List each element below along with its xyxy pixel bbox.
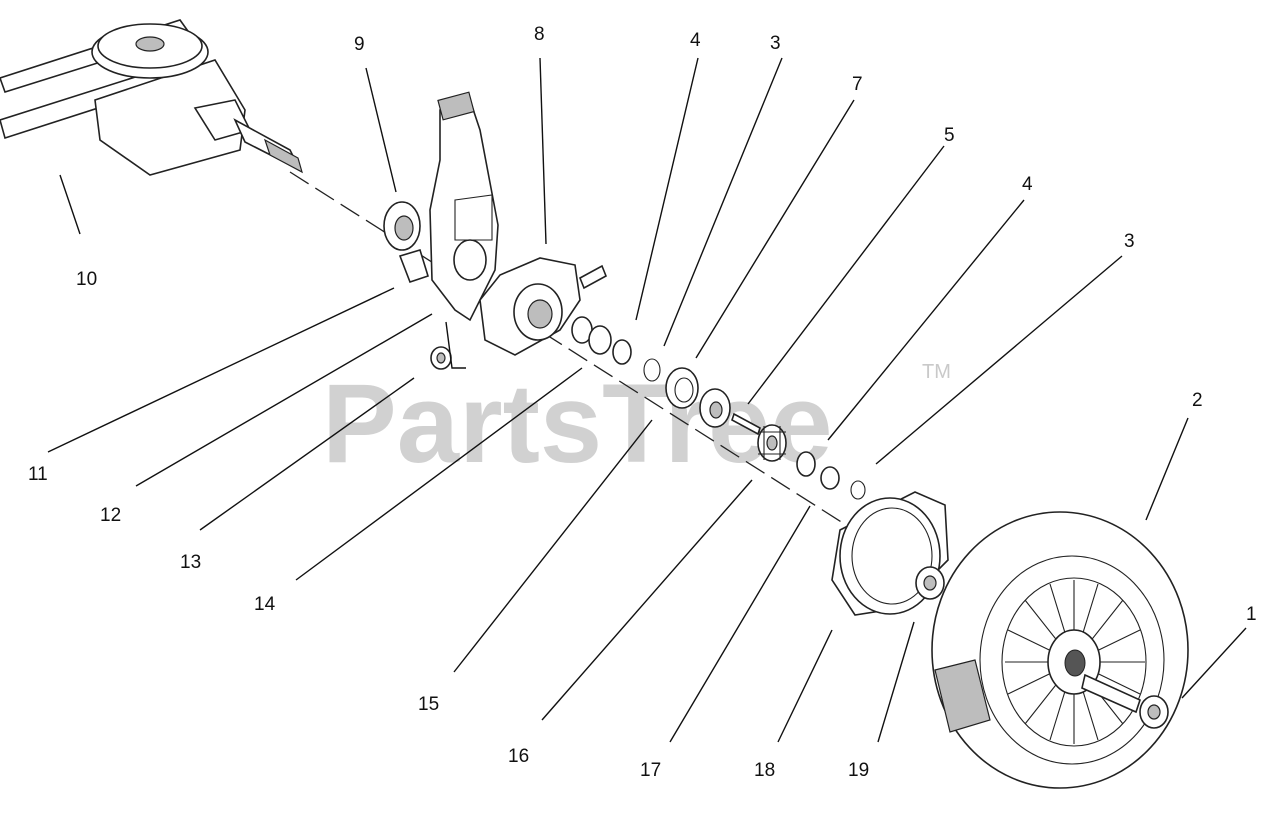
axle-bolt [1081, 673, 1169, 729]
watermark: PartsTree TM [322, 361, 951, 486]
leader-8 [539, 57, 547, 245]
leader-1 [1181, 627, 1247, 699]
callout-17: 17 [640, 760, 661, 781]
callout-18: 18 [754, 760, 775, 781]
transmission-assembly [0, 19, 303, 176]
leader-18 [777, 629, 833, 743]
callout-15: 15 [418, 694, 439, 715]
callout-16: 16 [508, 746, 529, 767]
leader-11 [47, 287, 395, 453]
spacer-2 [820, 466, 840, 490]
callout-8: 8 [534, 24, 545, 45]
nut [430, 346, 452, 370]
washer-2 [796, 451, 816, 477]
callout-3a: 3 [770, 33, 781, 54]
callout-2: 2 [1192, 390, 1203, 411]
leader-7 [695, 99, 855, 359]
callout-19: 19 [848, 760, 869, 781]
leader-15 [453, 419, 653, 673]
seal-washer [383, 201, 429, 284]
retaining-clip-1 [643, 358, 661, 382]
leader-bracket-12 [445, 321, 466, 369]
callout-5: 5 [944, 125, 955, 146]
leader-16 [541, 479, 753, 721]
callout-12: 12 [100, 505, 121, 526]
washer-1 [612, 339, 632, 365]
callout-14: 14 [254, 594, 276, 615]
leader-10 [59, 174, 81, 235]
callout-4a: 4 [690, 30, 701, 51]
leader-4b [827, 199, 1025, 441]
spacer-washer [571, 316, 612, 355]
bearing-housing-plate [479, 257, 608, 356]
height-adjust-bracket [429, 91, 499, 322]
pinion-gear [757, 424, 787, 462]
callout-4b: 4 [1022, 174, 1033, 195]
leader-13 [199, 377, 415, 531]
leader-12 [135, 313, 433, 487]
leader-lines [47, 57, 1247, 743]
leader-5 [747, 145, 945, 405]
callout-10: 10 [76, 269, 97, 290]
leader-14 [295, 367, 583, 581]
retaining-clip-2 [850, 480, 866, 500]
bearing-2 [699, 388, 761, 436]
leader-9 [365, 67, 397, 193]
leader-4a [635, 57, 699, 321]
leader-3a [663, 57, 783, 347]
wheel-and-tire [931, 511, 1189, 789]
leader-17 [669, 505, 811, 743]
hub-cover [831, 491, 949, 616]
callout-13: 13 [180, 552, 201, 573]
leader-19 [877, 621, 915, 743]
watermark-trademark: TM [922, 361, 951, 383]
callout-1: 1 [1246, 604, 1257, 625]
callout-3b: 3 [1124, 231, 1135, 252]
bearing-1 [665, 367, 699, 409]
callout-11: 11 [28, 464, 48, 485]
leader-3b [875, 255, 1123, 465]
callout-7: 7 [852, 74, 863, 95]
callout-labels: 1 2 3 3 4 4 5 7 8 9 10 11 12 13 14 15 16… [28, 24, 1257, 781]
leader-2 [1145, 417, 1189, 521]
callout-9: 9 [354, 34, 365, 55]
